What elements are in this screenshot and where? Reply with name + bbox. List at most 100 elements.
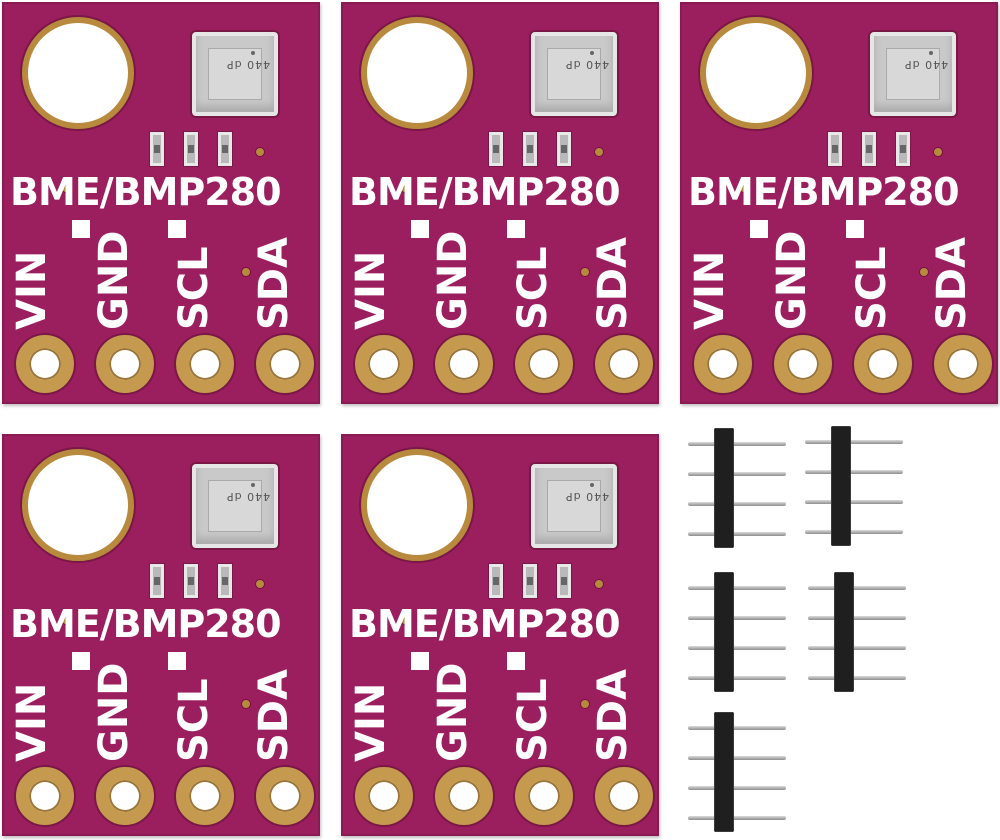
via-pad bbox=[62, 184, 70, 192]
header-plastic-strip bbox=[714, 712, 734, 832]
header-pin bbox=[688, 816, 786, 820]
header-pin bbox=[688, 532, 786, 536]
pin-label-scl: SCL bbox=[510, 246, 556, 330]
pin-header-2 bbox=[805, 426, 915, 546]
smd-component bbox=[218, 564, 232, 598]
mounting-hole bbox=[700, 17, 812, 129]
pin-hole-vin bbox=[355, 335, 413, 393]
pin-hole-gnd bbox=[435, 767, 493, 825]
pin-hole-gnd bbox=[435, 335, 493, 393]
smd-component bbox=[489, 564, 503, 598]
pin-label-sda: SDA bbox=[251, 669, 297, 762]
via-pad bbox=[595, 580, 603, 588]
pin-hole-scl bbox=[176, 335, 234, 393]
sensor-marking: 440 dP bbox=[904, 58, 949, 71]
via-pad bbox=[740, 184, 748, 192]
pin-label-scl: SCL bbox=[849, 246, 895, 330]
via-pad bbox=[242, 268, 250, 276]
via-pad bbox=[256, 580, 264, 588]
pin-label-scl: SCL bbox=[171, 678, 217, 762]
pin-hole-gnd bbox=[774, 335, 832, 393]
header-pin bbox=[688, 502, 786, 506]
pressure-sensor-chip: 440 dP bbox=[192, 32, 278, 116]
via-pad bbox=[934, 148, 942, 156]
sensor-vent-dot bbox=[251, 483, 255, 487]
pin-hole-gnd bbox=[96, 335, 154, 393]
header-plastic-strip bbox=[834, 572, 854, 692]
sensor-marking: 440 dP bbox=[226, 490, 271, 503]
header-pin bbox=[808, 616, 906, 620]
solder-jumper-pad bbox=[168, 652, 186, 670]
header-pin bbox=[805, 470, 903, 474]
smd-component bbox=[150, 132, 164, 166]
mounting-hole bbox=[22, 17, 134, 129]
header-pin bbox=[688, 616, 786, 620]
header-pin bbox=[688, 676, 786, 680]
sensor-marking: 440 dP bbox=[226, 58, 271, 71]
pin-label-sda: SDA bbox=[929, 237, 975, 330]
pin-header-4 bbox=[808, 572, 918, 692]
pin-label-sda: SDA bbox=[590, 237, 636, 330]
pin-hole-vin bbox=[355, 767, 413, 825]
header-pin bbox=[805, 440, 903, 444]
via-pad bbox=[581, 700, 589, 708]
board-label: BME/BMP280 bbox=[10, 170, 282, 214]
sensor-vent-dot bbox=[590, 483, 594, 487]
sensor-vent-dot bbox=[251, 51, 255, 55]
header-plastic-strip bbox=[714, 428, 734, 548]
via-pad bbox=[401, 616, 409, 624]
smd-component bbox=[218, 132, 232, 166]
pin-label-gnd: GND bbox=[769, 230, 815, 330]
pin-label-gnd: GND bbox=[430, 662, 476, 762]
mounting-hole bbox=[361, 449, 473, 561]
pin-label-vin: VIN bbox=[348, 250, 394, 330]
smd-component bbox=[523, 132, 537, 166]
pressure-sensor-chip: 440 dP bbox=[531, 32, 617, 116]
pin-hole-scl bbox=[515, 335, 573, 393]
header-pin bbox=[688, 472, 786, 476]
solder-jumper-pad bbox=[411, 220, 429, 238]
sensor-marking: 440 dP bbox=[565, 58, 610, 71]
via-pad bbox=[256, 148, 264, 156]
header-pin bbox=[688, 726, 786, 730]
smd-component bbox=[523, 564, 537, 598]
board-label: BME/BMP280 bbox=[688, 170, 960, 214]
solder-jumper-pad bbox=[507, 652, 525, 670]
header-plastic-strip bbox=[831, 426, 851, 546]
smd-component bbox=[896, 132, 910, 166]
pin-header-1 bbox=[688, 428, 798, 548]
solder-jumper-pad bbox=[846, 220, 864, 238]
pin-hole-sda bbox=[934, 335, 992, 393]
pin-label-vin: VIN bbox=[687, 250, 733, 330]
header-plastic-strip bbox=[714, 572, 734, 692]
solder-jumper-pad bbox=[72, 220, 90, 238]
solder-jumper-pad bbox=[411, 652, 429, 670]
pin-header-5 bbox=[688, 712, 798, 832]
pin-label-gnd: GND bbox=[91, 230, 137, 330]
header-pin bbox=[688, 442, 786, 446]
pin-label-sda: SDA bbox=[251, 237, 297, 330]
pin-label-gnd: GND bbox=[91, 662, 137, 762]
pin-hole-sda bbox=[256, 767, 314, 825]
pin-hole-scl bbox=[515, 767, 573, 825]
smd-component bbox=[489, 132, 503, 166]
via-pad bbox=[62, 616, 70, 624]
pin-header-3 bbox=[688, 572, 798, 692]
pin-hole-scl bbox=[176, 767, 234, 825]
pin-label-vin: VIN bbox=[9, 250, 55, 330]
solder-jumper-pad bbox=[750, 220, 768, 238]
smd-component bbox=[184, 564, 198, 598]
smd-component bbox=[557, 132, 571, 166]
pin-hole-vin bbox=[16, 335, 74, 393]
pressure-sensor-chip: 440 dP bbox=[870, 32, 956, 116]
header-pin bbox=[808, 676, 906, 680]
sensor-vent-dot bbox=[590, 51, 594, 55]
pin-hole-sda bbox=[256, 335, 314, 393]
pressure-sensor-chip: 440 dP bbox=[531, 464, 617, 548]
pin-label-sda: SDA bbox=[590, 669, 636, 762]
header-pin bbox=[805, 500, 903, 504]
pin-label-scl: SCL bbox=[171, 246, 217, 330]
